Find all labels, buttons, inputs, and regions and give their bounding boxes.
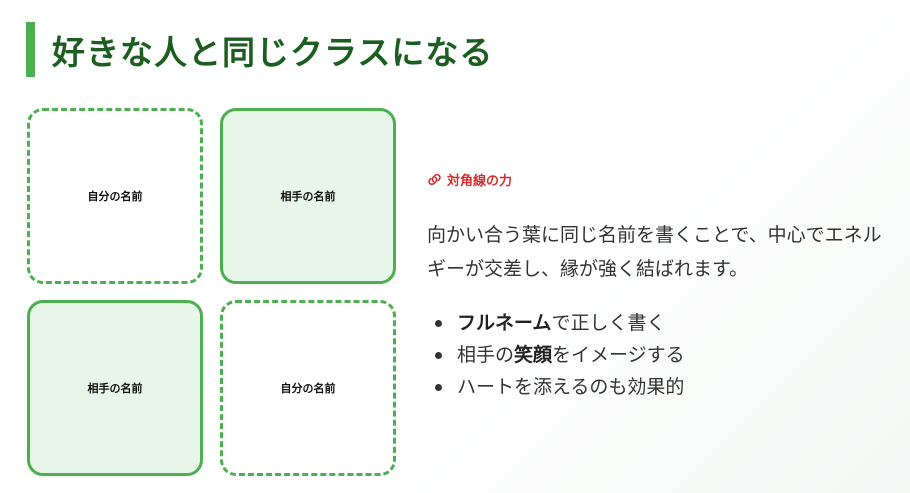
box-label: 相手の名前 <box>280 190 336 203</box>
section-tag-label: 対角線の力 <box>447 174 513 189</box>
section-tag: 対角線の力 <box>427 170 897 189</box>
link-icon <box>428 173 441 186</box>
leaf-box-top-left: 自分の名前 <box>27 108 203 284</box>
emphasis: フルネーム <box>457 312 552 334</box>
box-label: 相手の名前 <box>87 382 143 395</box>
title-accent-bar <box>26 22 35 77</box>
leaf-box-top-right: 相手の名前 <box>220 108 396 284</box>
page-title: 好きな人と同じクラスになる <box>52 32 494 72</box>
description: 向かい合う葉に同じ名前を書くことで、中心でエネルギーが交差し、縁が強く結ばれます… <box>427 224 882 280</box>
list-item: フルネームで正しく書く <box>427 307 897 339</box>
leaf-box-bottom-left: 相手の名前 <box>27 300 203 476</box>
box-label: 自分の名前 <box>87 190 143 203</box>
info-panel: 対角線の力 向かい合う葉に同じ名前を書くことで、中心でエネルギーが交差し、縁が強… <box>427 170 897 403</box>
box-label: 自分の名前 <box>280 382 336 395</box>
leaf-box-bottom-right: 自分の名前 <box>220 300 396 476</box>
list-item: 相手の笑顔をイメージする <box>427 339 897 371</box>
tips-list: フルネームで正しく書く 相手の笑顔をイメージする ハートを添えるのも効果的 <box>427 307 897 403</box>
emphasis: 笑顔 <box>514 344 553 366</box>
name-grid: 自分の名前 相手の名前 相手の名前 自分の名前 <box>27 108 396 476</box>
page-header: 好きな人と同じクラスになる <box>26 22 493 77</box>
list-item: ハートを添えるのも効果的 <box>427 371 897 403</box>
